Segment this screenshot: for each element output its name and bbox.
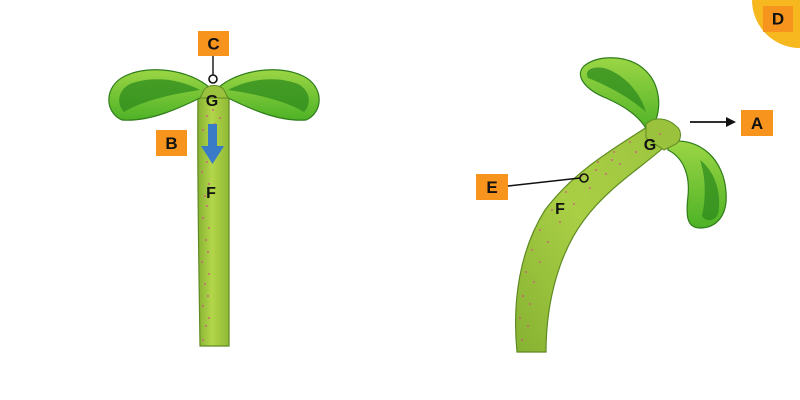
label-c: C: [207, 35, 219, 54]
cotyledon-node-right: [645, 118, 681, 151]
pointer-circle-c: [208, 74, 218, 84]
right-arrow-icon: [690, 117, 736, 127]
cotyledon-right-leaf-lower-shade: [700, 160, 720, 221]
label-f-left: F: [206, 185, 216, 202]
label-g-left: G: [206, 93, 218, 110]
cotyledon-right-leaf-lower: [667, 140, 727, 229]
hypocotyl-stem-left: [197, 93, 230, 347]
pointer-line-e: [507, 177, 581, 187]
label-box-b: [156, 130, 187, 156]
label-box-c: [198, 31, 229, 56]
label-f-right: F: [555, 201, 565, 218]
label-box-a: [741, 110, 773, 136]
label-a: A: [751, 114, 763, 133]
cotyledon-right-leaf-upper-shade: [586, 67, 646, 112]
label-box-e: [476, 174, 508, 200]
label-e: E: [486, 178, 497, 197]
label-box-d: [763, 6, 793, 32]
cell-dots-right: [519, 133, 661, 341]
cotyledon-node-left: [199, 85, 229, 99]
hypocotyl-stem-right: [515, 124, 673, 353]
label-b: B: [165, 134, 177, 153]
pointer-circle-e: [579, 173, 589, 183]
label-g-right: G: [644, 137, 656, 154]
label-d: D: [772, 10, 784, 29]
seedling-right: G F: [507, 57, 727, 353]
cotyledon-left-leaf-b-shade: [228, 79, 309, 112]
cotyledon-left-leaf-a-shade: [119, 79, 200, 112]
seedling-left: G F: [108, 56, 320, 347]
down-arrow-icon: [201, 124, 224, 164]
